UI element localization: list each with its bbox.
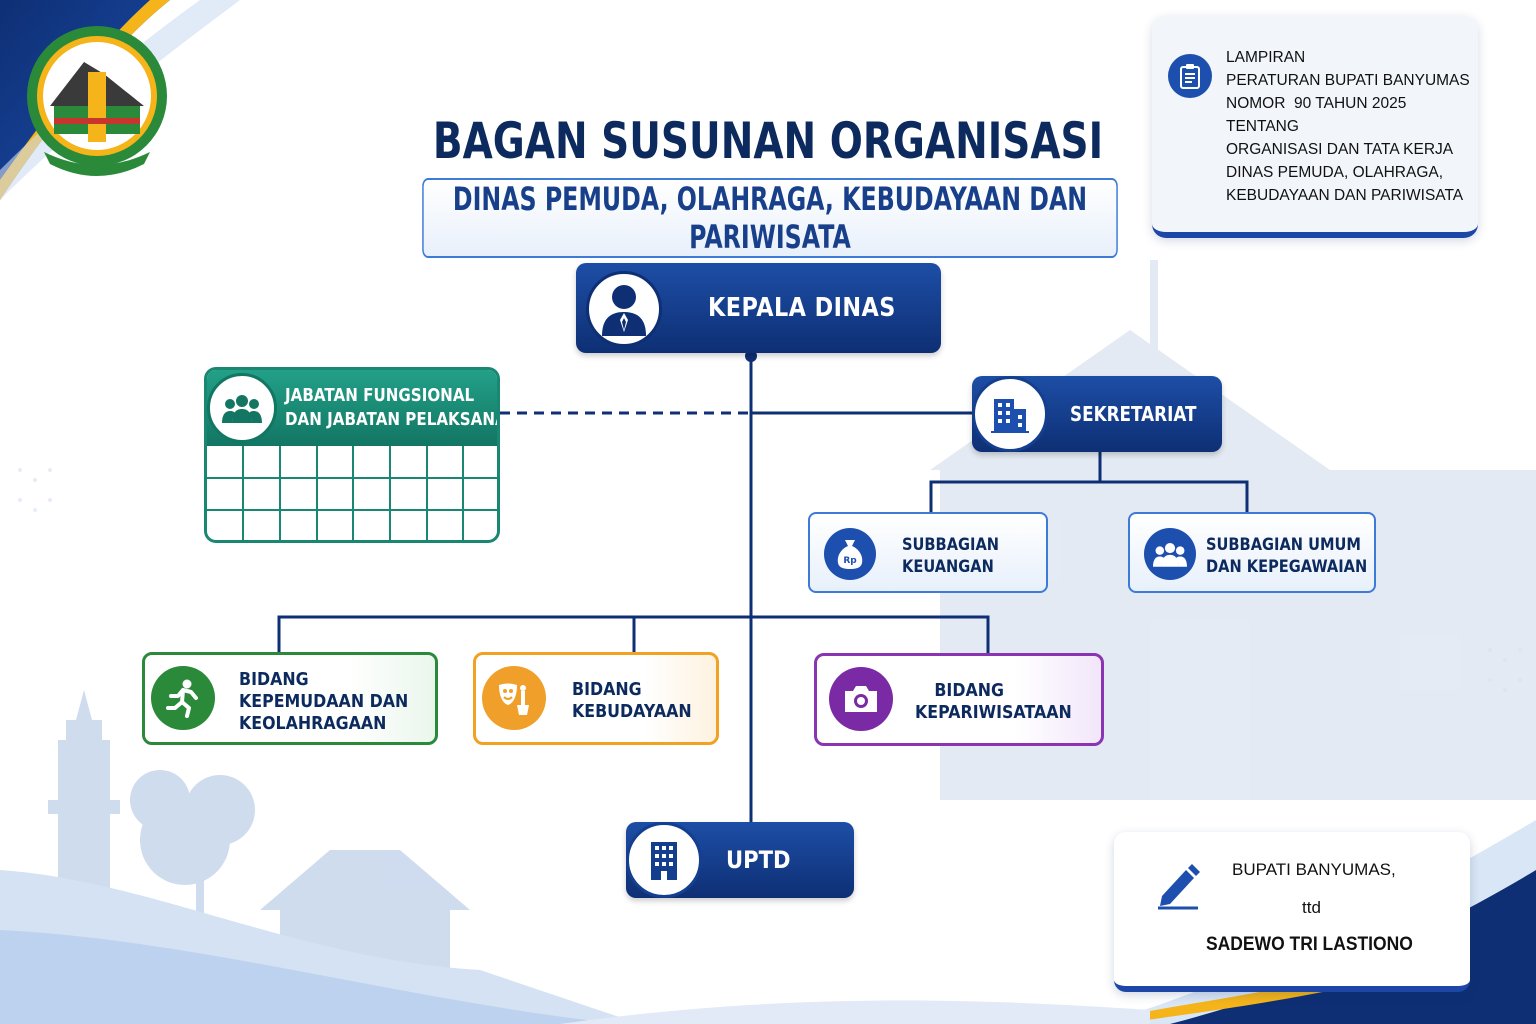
lampiran-text: LAMPIRAN PERATURAN BUPATI BANYUMAS NOMOR… [1226,46,1470,207]
bidang-kepemudaan-box[interactable]: BIDANG KEPEMUDAAN DAN KEOLAHRAGAAN [142,652,438,745]
subbagian-keuangan-box[interactable]: Rp SUBBAGIAN KEUANGAN [808,512,1048,593]
money-bag-icon: Rp [824,528,876,580]
signature-name: SADEWO TRI LASTIONO [1206,934,1413,955]
olahraga-line: KEPEMUDAAN DAN [239,691,409,712]
page-subtitle: DINAS PEMUDA, OLAHRAGA, KEBUDAYAAN DAN P… [422,178,1118,258]
lampiran-card: LAMPIRAN PERATURAN BUPATI BANYUMAS NOMOR… [1152,16,1478,238]
camera-icon [829,667,893,731]
uptd-label: UPTD [726,846,791,874]
clipboard-icon [1168,54,1212,98]
lampiran-line: TENTANG [1226,118,1299,135]
sekretariat-label: SEKRETARIAT [1070,402,1197,426]
subbagian-bracket [929,480,1249,512]
bidang-kepariwisataan-label: BIDANG KEPARIWISATAAN [915,680,1072,724]
group-icon [1144,528,1196,580]
lampiran-line: NOMOR 90 TAHUN 2025 [1226,95,1407,112]
budaya-line: KEBUDAYAAN [572,701,692,722]
jabatan-label: JABATAN FUNGSIONAL DAN JABATAN PELAKSANA [285,384,500,432]
lampiran-line: KEBUDAYAAN DAN PARIWISATA [1226,187,1464,204]
group-icon [207,373,277,443]
bidang-kepariwisataan-box[interactable]: BIDANG KEPARIWISATAAN [814,653,1104,746]
theater-mask-icon [482,666,546,730]
pen-icon [1158,864,1200,910]
lampiran-line: DINAS PEMUDA, OLAHRAGA, [1226,164,1444,181]
umum-line: DAN KEPEGAWAIAN [1206,557,1368,577]
signature-title: BUPATI BANYUMAS, [1232,860,1396,879]
sekretariat-box[interactable]: SEKRETARIAT [972,376,1222,452]
bidang-kepemudaan-label: BIDANG KEPEMUDAAN DAN KEOLAHRAGAAN [239,669,408,735]
signature-card: BUPATI BANYUMAS, ttd SADEWO TRI LASTIONO [1114,832,1470,992]
lampiran-line: ORGANISASI DAN TATA KERJA [1226,141,1454,158]
lampiran-line: PERATURAN BUPATI BANYUMAS [1226,72,1470,89]
jabatan-line: JABATAN FUNGSIONAL [285,385,475,406]
olahraga-line: KEOLAHRAGAAN [239,713,387,734]
budaya-line: BIDANG [572,679,642,700]
uptd-box[interactable]: UPTD [626,822,854,898]
wisata-line: BIDANG [934,680,1005,701]
keuangan-line: KEUANGAN [902,557,994,577]
kepala-dinas-box[interactable]: KEPALA DINAS [576,263,941,353]
olahraga-line: BIDANG [239,669,309,690]
person-icon [586,271,662,347]
subbagian-keuangan-label: SUBBAGIAN KEUANGAN [902,534,999,578]
office-building-icon [626,822,702,898]
kepala-dinas-label: KEPALA DINAS [708,293,896,323]
bidang-kebudayaan-label: BIDANG KEBUDAYAAN [572,679,692,723]
jabatan-line: DAN JABATAN PELAKSANA [285,409,500,430]
subbagian-umum-label: SUBBAGIAN UMUM DAN KEPEGAWAIAN [1206,534,1367,578]
lampiran-line: LAMPIRAN [1226,49,1306,66]
building-icon [972,376,1048,452]
running-person-icon [151,666,215,730]
money-label: Rp [843,556,857,566]
banyumas-emblem-logo [27,26,167,176]
keuangan-line: SUBBAGIAN [902,535,1000,555]
signature-ttd: ttd [1302,898,1321,917]
umum-line: SUBBAGIAN UMUM [1206,535,1361,555]
subbagian-umum-box[interactable]: SUBBAGIAN UMUM DAN KEPEGAWAIAN [1128,512,1376,593]
wisata-line: KEPARIWISATAAN [915,702,1072,723]
jabatan-grid [207,446,497,540]
page-title: BAGAN SUSUNAN ORGANISASI [432,112,1104,170]
jabatan-fungsional-box[interactable]: JABATAN FUNGSIONAL DAN JABATAN PELAKSANA [204,367,500,543]
bidang-kebudayaan-box[interactable]: BIDANG KEBUDAYAAN [473,652,719,745]
junction-dot [745,350,757,362]
